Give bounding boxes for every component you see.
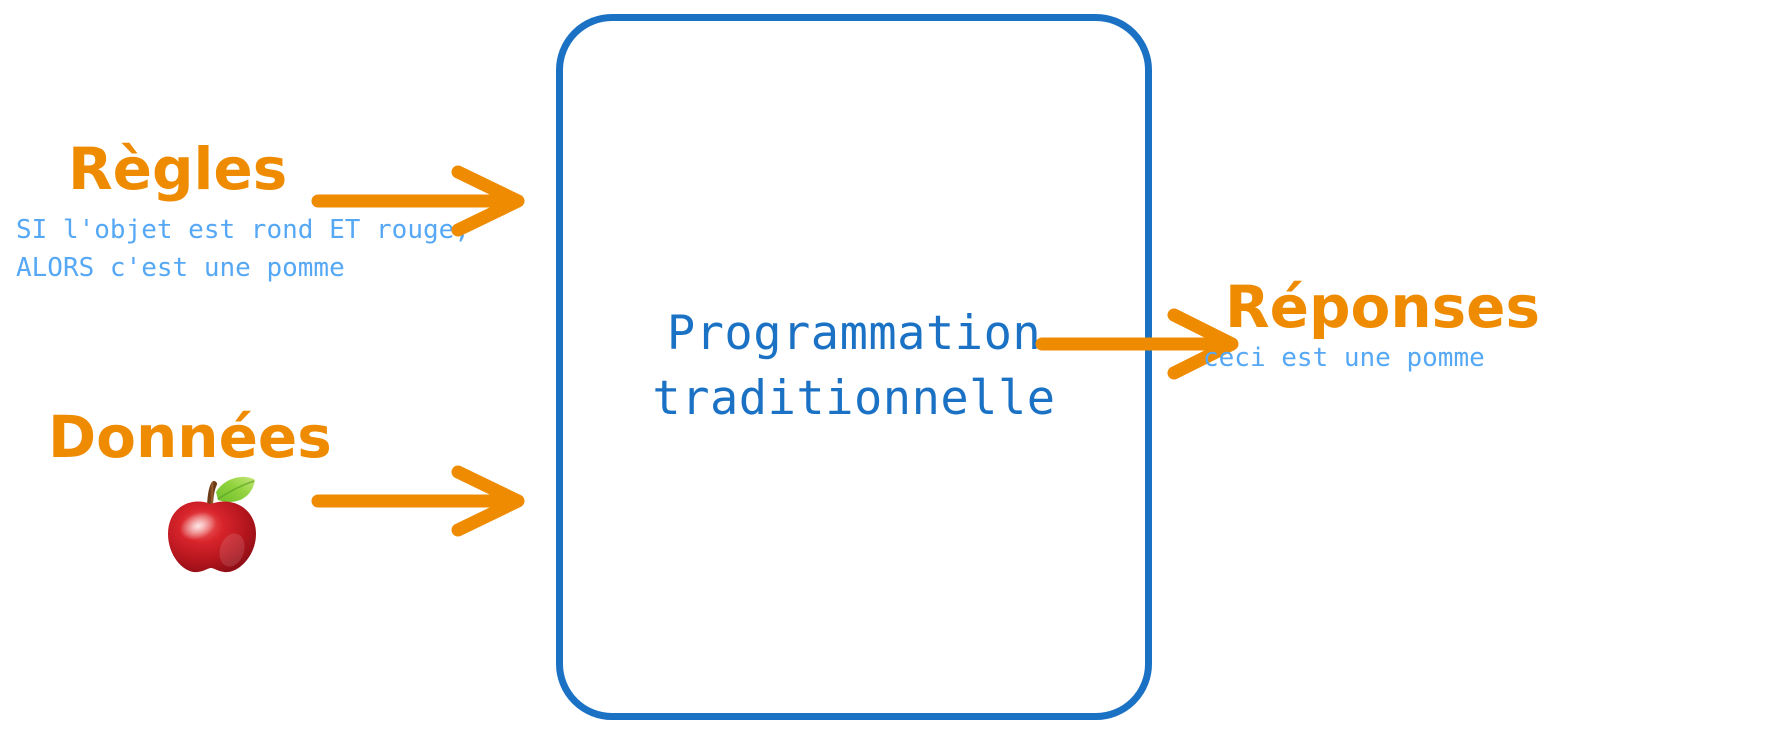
answers-caption: ceci est une pomme bbox=[1203, 343, 1485, 373]
answers-heading: Réponses bbox=[1225, 273, 1541, 341]
center-process-box: Programmation traditionnelle bbox=[556, 14, 1152, 720]
data-heading: Données bbox=[48, 403, 332, 471]
rules-heading: Règles bbox=[68, 135, 288, 203]
center-process-label: Programmation traditionnelle bbox=[652, 306, 1056, 426]
rules-arrow-icon bbox=[308, 160, 548, 244]
apple-icon bbox=[160, 466, 264, 580]
answers-arrow-icon bbox=[1032, 303, 1272, 387]
data-arrow-icon bbox=[308, 460, 548, 544]
